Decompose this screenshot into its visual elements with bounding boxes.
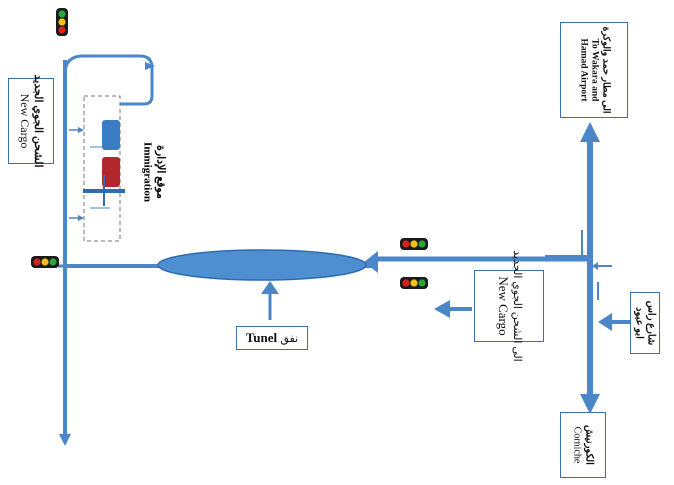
main-road-arrowhead — [364, 251, 378, 273]
tunnel-shape — [157, 249, 367, 281]
tunnel-en: Tunel — [245, 330, 278, 345]
top-loop-road — [63, 54, 154, 106]
ras-abu-aboud-label: شارع راس ابو عبود — [630, 292, 660, 354]
corniche-ar: الكورنيش — [583, 425, 595, 465]
corniche-en: Corniche — [572, 426, 583, 464]
airport-en-2: Hamad Airport — [578, 38, 589, 102]
airport-label: الى مطار حمد والوكرة To Wakara and Hamad… — [560, 22, 628, 118]
new-cargo-left-en: New Cargo — [18, 93, 33, 149]
right-road-arrowhead-down — [580, 394, 600, 414]
left-road-arrowhead — [59, 434, 71, 446]
new-cargo-right-ar: الى الشحن الجوي الجديد — [510, 250, 523, 362]
immigration-label: موقع الإدارة Immigration — [136, 122, 172, 222]
immigration-ar: موقع الإدارة — [154, 145, 167, 199]
ras-abu-aboud-arrowhead — [598, 313, 612, 331]
new-cargo-right-label: الى الشحن الجوي الجديد New Cargo — [474, 250, 544, 362]
loop-arrowhead-top — [145, 62, 155, 70]
connector-arrowhead — [78, 127, 84, 133]
immigration-en: Immigration — [142, 142, 154, 202]
corniche-label: الكورنيش Corniche — [560, 412, 606, 478]
new-cargo-left-label: الشحن الجوي الجديد New Cargo — [8, 74, 54, 168]
new-cargo-right-en: New Cargo — [496, 276, 512, 336]
new-cargo-arrowhead — [434, 300, 450, 318]
new-cargo-left-ar: الشحن الجوي الجديد — [32, 74, 45, 168]
tunnel-arrowhead — [261, 281, 279, 294]
booth-red — [102, 157, 120, 187]
airport-ar: الى مطار حمد والوكرة — [600, 26, 611, 114]
right-road-small-arrowhead — [592, 262, 598, 270]
airport-en-1: To Wakara and — [589, 38, 600, 102]
connector-arrowhead — [78, 215, 84, 221]
traffic-light-icon — [400, 277, 428, 289]
traffic-light-icon — [31, 256, 59, 268]
booth-blue — [102, 120, 120, 150]
tunnel-label: Tunel نفق — [236, 326, 308, 350]
traffic-light-icon — [56, 8, 68, 36]
traffic-light-icon — [400, 238, 428, 250]
tunnel-ar: نفق — [280, 333, 299, 345]
ras-abu-aboud-ar-2: ابو عبود — [634, 307, 645, 339]
right-road-arrowhead-up — [580, 122, 600, 142]
ras-abu-aboud-ar-1: شارع راس — [645, 300, 657, 346]
